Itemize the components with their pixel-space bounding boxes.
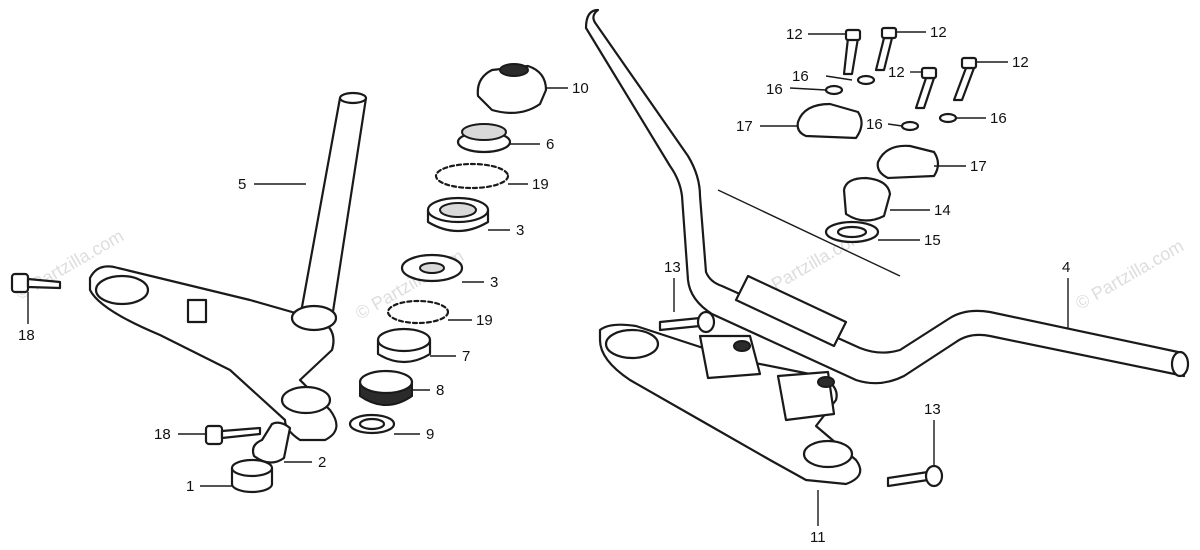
fork-bore-left (94, 274, 150, 306)
callout-3-top: 3 (516, 222, 524, 239)
bolt-13-right (886, 464, 944, 488)
callout-16-a: 16 (792, 68, 809, 85)
part-3-cone-top (426, 196, 490, 232)
callout-4: 4 (1062, 259, 1070, 276)
callout-1: 1 (186, 478, 194, 495)
stop-lug (186, 298, 208, 324)
holder-17-left (796, 102, 863, 140)
callout-2: 2 (318, 454, 326, 471)
washer-16-c (900, 120, 920, 132)
callout-19-top: 19 (532, 176, 549, 193)
holder-17-right (876, 144, 940, 180)
bolt-18-bottom (204, 424, 262, 446)
part-6-race (456, 123, 512, 154)
callout-13-right: 13 (924, 401, 941, 418)
watermark-right: © Partzilla.com (1072, 235, 1187, 313)
callout-19-bottom: 19 (476, 312, 493, 329)
callout-17-left: 17 (736, 118, 753, 135)
part-1-seal (230, 458, 274, 494)
washer-16-d (938, 112, 958, 124)
callout-16-d: 16 (990, 110, 1007, 127)
steering-stem-tube (298, 96, 368, 320)
callout-5: 5 (238, 176, 246, 193)
callout-12-b: 12 (930, 24, 947, 41)
stem-base-boss (290, 304, 338, 332)
callout-11: 11 (810, 529, 826, 546)
callout-12-d: 12 (1012, 54, 1029, 71)
callout-7: 7 (462, 348, 470, 365)
callout-14: 14 (934, 202, 951, 219)
callout-17-right: 17 (970, 158, 987, 175)
steering-stem-assembly (88, 91, 368, 442)
callout-9: 9 (426, 426, 434, 443)
bolt-13-left (658, 310, 716, 334)
bolt-18-top (10, 272, 62, 294)
callout-18-bottom: 18 (154, 426, 171, 443)
lower-triple-clamp (88, 265, 338, 442)
leader-lines (27, 31, 1069, 526)
part-7-race (376, 327, 432, 364)
callout-12-c: 12 (888, 64, 905, 81)
washer-16-b (856, 74, 876, 86)
callout-10: 10 (572, 80, 589, 97)
callout-8: 8 (436, 382, 444, 399)
part-3-cone-bottom (400, 253, 464, 283)
callout-18-top: 18 (18, 327, 35, 344)
part-19-bearing-bottom (386, 299, 450, 325)
callout-12-a: 12 (786, 26, 803, 43)
part-8-seal (358, 369, 414, 406)
part-10-top-nut (476, 63, 548, 115)
callout-3-bottom: 3 (490, 274, 498, 291)
callout-13-left: 13 (664, 259, 681, 276)
part-15-washer (824, 220, 880, 244)
part-4-handlebar (584, 8, 1190, 385)
part-2-clamp (251, 421, 292, 464)
washer-16-a (824, 84, 844, 96)
steering-stem-top (338, 91, 368, 105)
part-9-washer (348, 413, 396, 435)
callout-16-b: 16 (766, 81, 783, 98)
part-11-upper-clamp (598, 323, 862, 486)
callout-16-c: 16 (866, 116, 883, 133)
callout-15: 15 (924, 232, 941, 249)
fork-bore-right (280, 385, 332, 415)
bolts-12 (842, 26, 978, 110)
callout-6: 6 (546, 136, 554, 153)
callout-labels: 1 2 3 3 4 5 6 7 8 9 10 11 12 12 12 12 13… (18, 24, 1070, 546)
part-19-bearing-top (434, 162, 510, 190)
part-14-nut (842, 176, 892, 222)
